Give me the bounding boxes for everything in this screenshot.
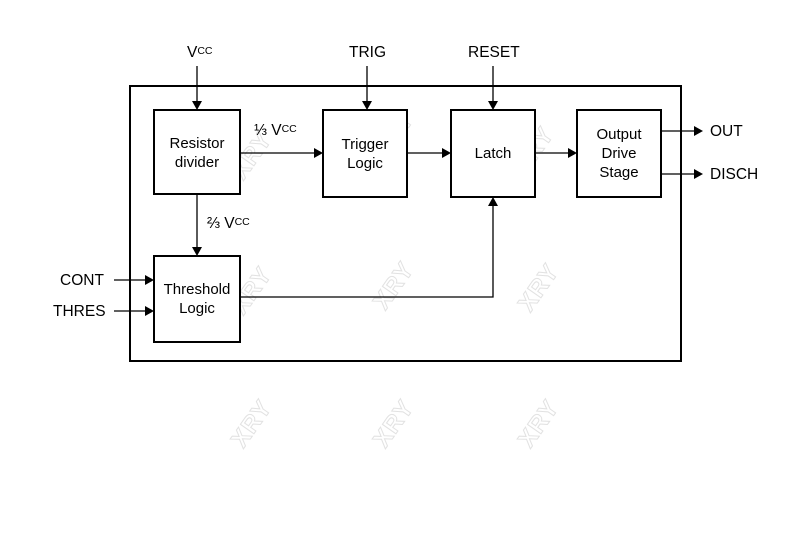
- out-arrowhead: [694, 126, 703, 136]
- watermark: XRY: [368, 257, 420, 315]
- thres-label: THRES: [53, 303, 106, 320]
- resistor-divider-label-2: divider: [175, 154, 219, 171]
- vcc-label: VCC: [187, 44, 213, 61]
- output-drive-stage-block: [576, 109, 662, 198]
- disch-label: DISCH: [710, 166, 758, 183]
- vcc-arrowhead: [192, 101, 202, 110]
- one-third-vcc-label: ⅓ VCC: [254, 122, 297, 139]
- threshold-to-latch-wire: [240, 206, 494, 298]
- two-thirds-vcc-arrowhead: [192, 247, 202, 256]
- latch-to-output-arrowhead: [568, 148, 577, 158]
- output-drive-stage-label-1: Output: [596, 126, 642, 143]
- reset-arrowhead: [488, 101, 498, 110]
- watermark: XRY: [513, 259, 565, 317]
- cont-arrowhead: [145, 275, 154, 285]
- resistor-divider-label-1: Resistor: [169, 135, 224, 152]
- watermark: XRY: [226, 395, 278, 453]
- chip-boundary: [129, 85, 682, 362]
- threshold-logic-block: [153, 255, 241, 343]
- trigger-logic-label-1: Trigger: [342, 136, 389, 153]
- threshold-logic-label-2: Logic: [179, 300, 215, 317]
- cont-label: CONT: [60, 272, 104, 289]
- latch-block: [450, 109, 536, 198]
- latch-label: Latch: [475, 145, 512, 162]
- trig-label: TRIG: [349, 44, 386, 61]
- reset-label: RESET: [468, 44, 520, 61]
- watermark: XRY: [368, 395, 420, 453]
- out-label: OUT: [710, 123, 743, 140]
- trigger-logic-label-2: Logic: [347, 155, 383, 172]
- output-drive-stage-label-2: Drive: [601, 145, 636, 162]
- resistor-divider-block: [153, 109, 241, 195]
- two-thirds-vcc-label: ⅔ VCC: [207, 215, 250, 232]
- trigger-to-latch-arrowhead: [442, 148, 451, 158]
- output-drive-stage-label-3: Stage: [599, 164, 638, 181]
- trig-arrowhead: [362, 101, 372, 110]
- watermark: XRY: [513, 395, 565, 453]
- trigger-logic-block: [322, 109, 408, 198]
- threshold-to-latch-arrowhead: [488, 197, 498, 206]
- disch-arrowhead: [694, 169, 703, 179]
- thres-arrowhead: [145, 306, 154, 316]
- threshold-logic-label-1: Threshold: [164, 281, 231, 298]
- one-third-vcc-arrowhead: [314, 148, 323, 158]
